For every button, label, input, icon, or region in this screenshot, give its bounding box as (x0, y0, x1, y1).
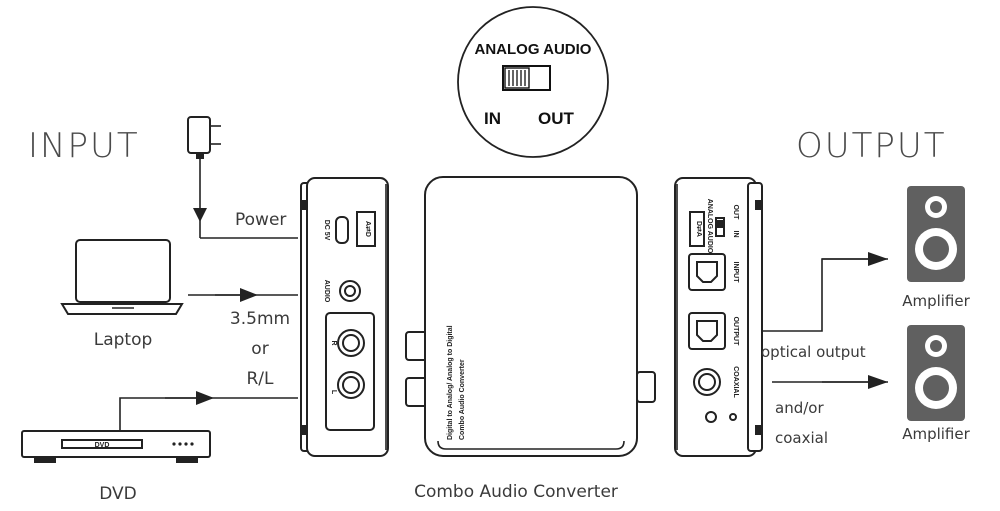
switch-out-label: OUT (538, 109, 575, 128)
analog-audio-switch-callout: ANALOG AUDIO IN OUT (457, 6, 609, 158)
right-out-label: OUT (732, 205, 739, 221)
coaxial-label: coaxial (775, 429, 828, 447)
right-in-label: IN (732, 231, 739, 238)
dvd-player-icon: DVD (21, 430, 211, 463)
device-left-panel: A⇄D DC 5V AUDIO R L (300, 177, 389, 457)
device-top-line2: Combo Audio Converter (459, 359, 466, 440)
optical-cable (762, 252, 888, 332)
left-panel-mark: A⇄D (364, 221, 372, 237)
power-label: Power (235, 210, 286, 230)
device-top-line1: Digital to Analog/ Analog to Digital (447, 325, 454, 440)
or-label: or (251, 339, 268, 359)
amplifier-top-label: Amplifier (902, 292, 970, 310)
power-adapter-icon (187, 116, 298, 239)
rl-label: R/L (246, 369, 274, 389)
dvd-label: DVD (99, 484, 137, 504)
amplifier-bottom-label: Amplifier (902, 425, 970, 443)
right-output-label: OUTPUT (732, 317, 739, 347)
cable-size-label: 3.5mm (230, 309, 290, 329)
dvd-cable (119, 391, 298, 431)
device-right-panel: D⇄A ANALOG AUDIO IN OUT INPUT OUTPUT COA… (674, 177, 763, 457)
laptop-label: Laptop (94, 330, 153, 350)
coaxial-cable (772, 375, 888, 389)
speaker-top-icon (907, 186, 965, 282)
right-coaxial-label: COAXIAL (732, 366, 739, 398)
switch-in-label: IN (484, 109, 501, 128)
switch-title: ANALOG AUDIO (475, 41, 592, 58)
dvd-player-label: DVD (95, 442, 110, 449)
speaker-bottom-icon (907, 325, 965, 421)
right-analog-audio-label: ANALOG AUDIO (706, 199, 713, 254)
laptop-cable (188, 288, 298, 302)
device-caption: Combo Audio Converter (414, 482, 618, 502)
laptop-icon (60, 239, 184, 315)
r-label: R (330, 340, 337, 345)
device-top-view: Digital to Analog/ Analog to Digital Com… (405, 176, 656, 457)
right-input-label: INPUT (732, 262, 739, 284)
optical-label: optical output (761, 343, 866, 361)
and-or-label: and/or (775, 399, 824, 417)
dc-label: DC 5V (323, 220, 330, 241)
right-panel-mark: D⇄A (695, 221, 703, 237)
l-label: L (330, 390, 337, 395)
output-heading: OUTPUT (796, 126, 947, 166)
input-heading: INPUT (28, 126, 140, 166)
audio-port-label: AUDIO (323, 280, 330, 303)
